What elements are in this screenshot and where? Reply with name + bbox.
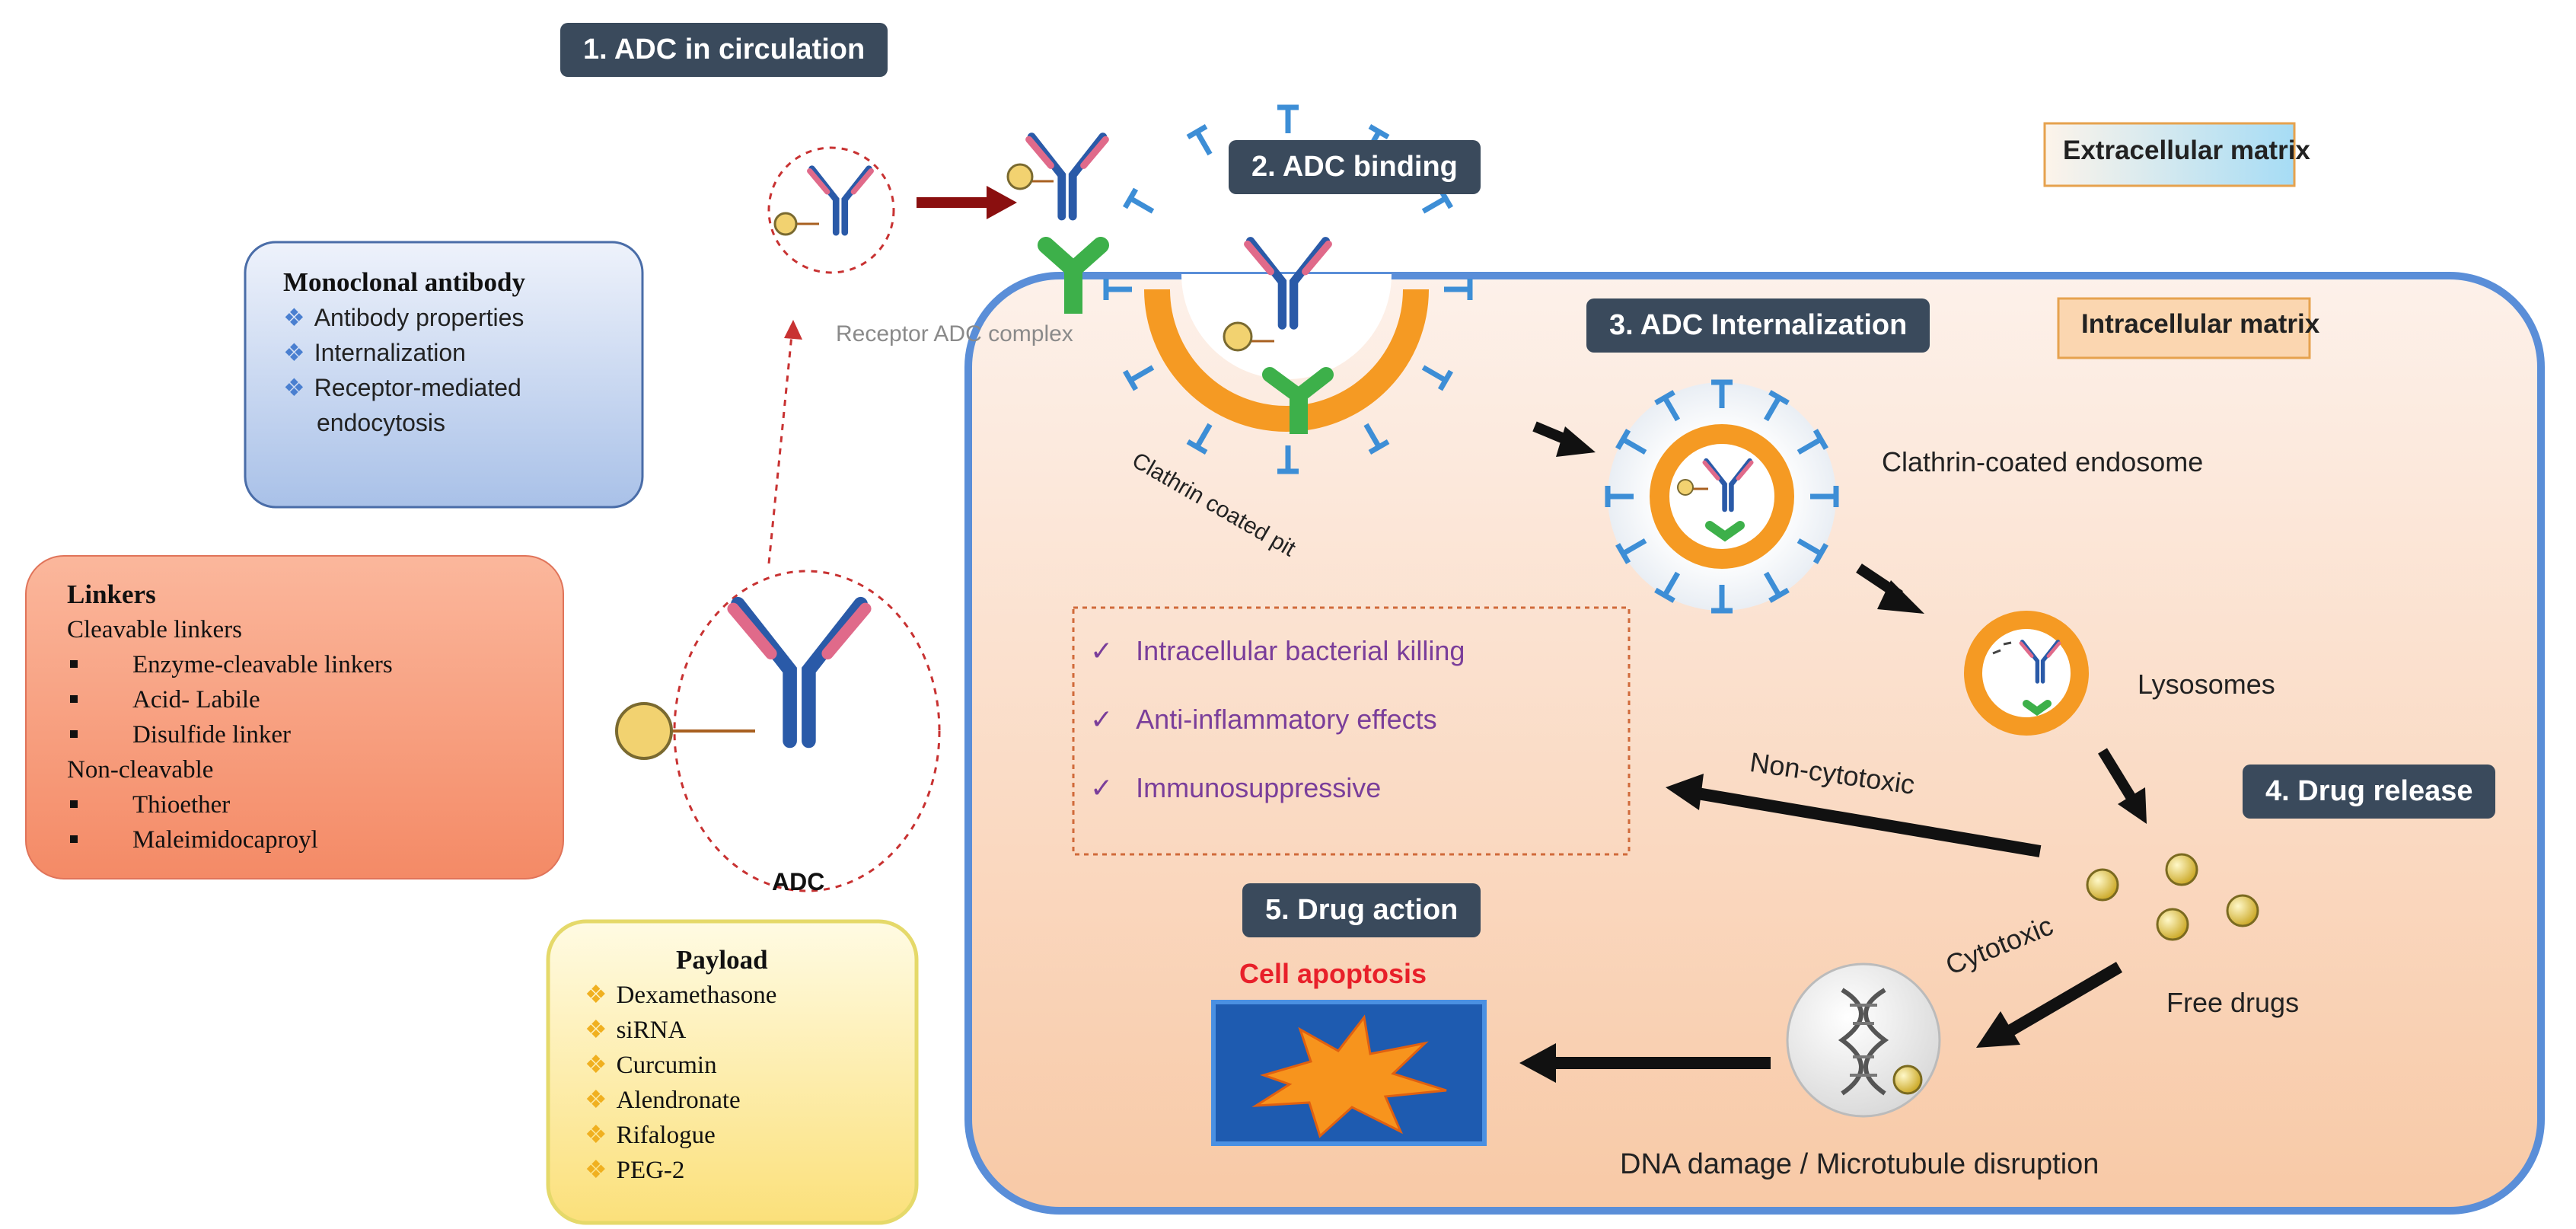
diamond-bullet-icon: ❖ bbox=[283, 304, 305, 331]
mab-item-continued: endocytosis bbox=[317, 409, 445, 436]
step-3-label: 3. ADC Internalization bbox=[1586, 298, 1930, 353]
diamond-bullet-icon: ❖ bbox=[585, 1087, 607, 1114]
dna-damage-label: DNA damage / Microtubule disruption bbox=[1620, 1148, 2099, 1180]
diamond-bullet-icon: ❖ bbox=[585, 1157, 607, 1184]
mab-item: ❖Receptor-mediated bbox=[283, 374, 521, 401]
step-2-label: 2. ADC binding bbox=[1229, 140, 1481, 194]
mab-item: ❖Internalization bbox=[283, 339, 466, 366]
step-4-label: 4. Drug release bbox=[2243, 765, 2496, 819]
non-cleavable-heading: Non-cleavable bbox=[67, 756, 214, 784]
linkers-box: Linkers Cleavable linkers Enzyme-cleavab… bbox=[67, 577, 554, 857]
diamond-bullet-icon: ❖ bbox=[283, 339, 305, 366]
check-icon: ✓ bbox=[1090, 635, 1114, 666]
cell-apoptosis-label: Cell apoptosis bbox=[1239, 958, 1427, 989]
payload-item: ❖Dexamethasone bbox=[585, 982, 777, 1009]
lysosomes-label: Lysosomes bbox=[2138, 669, 2275, 700]
linker-item: Acid- Labile bbox=[67, 682, 554, 717]
effect-item: ✓Intracellular bacterial killing bbox=[1090, 635, 1465, 666]
endosome-label: Clathrin-coated endosome bbox=[1882, 446, 2204, 477]
check-icon: ✓ bbox=[1090, 772, 1114, 803]
linker-item: Disulfide linker bbox=[67, 717, 554, 752]
square-bullet-icon bbox=[70, 695, 78, 704]
effects-list: ✓Intracellular bacterial killing ✓Anti-i… bbox=[1090, 617, 1465, 822]
extracellular-matrix-label: Extracellular matrix bbox=[2063, 136, 2310, 165]
linkers-title: Linkers bbox=[67, 579, 156, 609]
effect-item: ✓Immunosuppressive bbox=[1090, 772, 1382, 803]
intracellular-matrix-label: Intracellular matrix bbox=[2081, 309, 2320, 339]
linker-item: Maleimidocaproyl bbox=[67, 822, 554, 857]
cleavable-heading: Cleavable linkers bbox=[67, 616, 243, 643]
payload-item: ❖Alendronate bbox=[585, 1087, 741, 1114]
square-bullet-icon bbox=[70, 800, 78, 809]
square-bullet-icon bbox=[70, 835, 78, 844]
diamond-bullet-icon: ❖ bbox=[585, 1052, 607, 1079]
mab-item: ❖Antibody properties bbox=[283, 304, 524, 331]
payload-item: ❖PEG-2 bbox=[585, 1157, 685, 1184]
adc-label: ADC bbox=[772, 868, 825, 895]
free-drugs-label: Free drugs bbox=[2166, 987, 2300, 1018]
diamond-bullet-icon: ❖ bbox=[585, 982, 607, 1009]
square-bullet-icon bbox=[70, 660, 78, 669]
linker-item: Enzyme-cleavable linkers bbox=[67, 647, 554, 682]
effect-item: ✓Anti-inflammatory effects bbox=[1090, 704, 1437, 735]
payload-item: ❖Rifalogue bbox=[585, 1122, 716, 1149]
monoclonal-antibody-box: Monoclonal antibody ❖Antibody properties… bbox=[283, 265, 633, 440]
diamond-bullet-icon: ❖ bbox=[585, 1017, 607, 1044]
mab-title: Monoclonal antibody bbox=[283, 267, 525, 297]
payload-item: ❖siRNA bbox=[585, 1017, 687, 1044]
payload-box: Payload ❖Dexamethasone ❖siRNA ❖Curcumin … bbox=[585, 943, 904, 1188]
diamond-bullet-icon: ❖ bbox=[585, 1122, 607, 1149]
payload-title: Payload bbox=[676, 945, 768, 975]
receptor-complex-label: Receptor ADC complex bbox=[836, 321, 1073, 346]
step-5-label: 5. Drug action bbox=[1242, 883, 1481, 937]
check-icon: ✓ bbox=[1090, 704, 1114, 735]
payload-item: ❖Curcumin bbox=[585, 1052, 717, 1079]
square-bullet-icon bbox=[70, 730, 78, 739]
step-1-label: 1. ADC in circulation bbox=[560, 23, 888, 77]
diamond-bullet-icon: ❖ bbox=[283, 374, 305, 401]
linker-item: Thioether bbox=[67, 787, 554, 822]
